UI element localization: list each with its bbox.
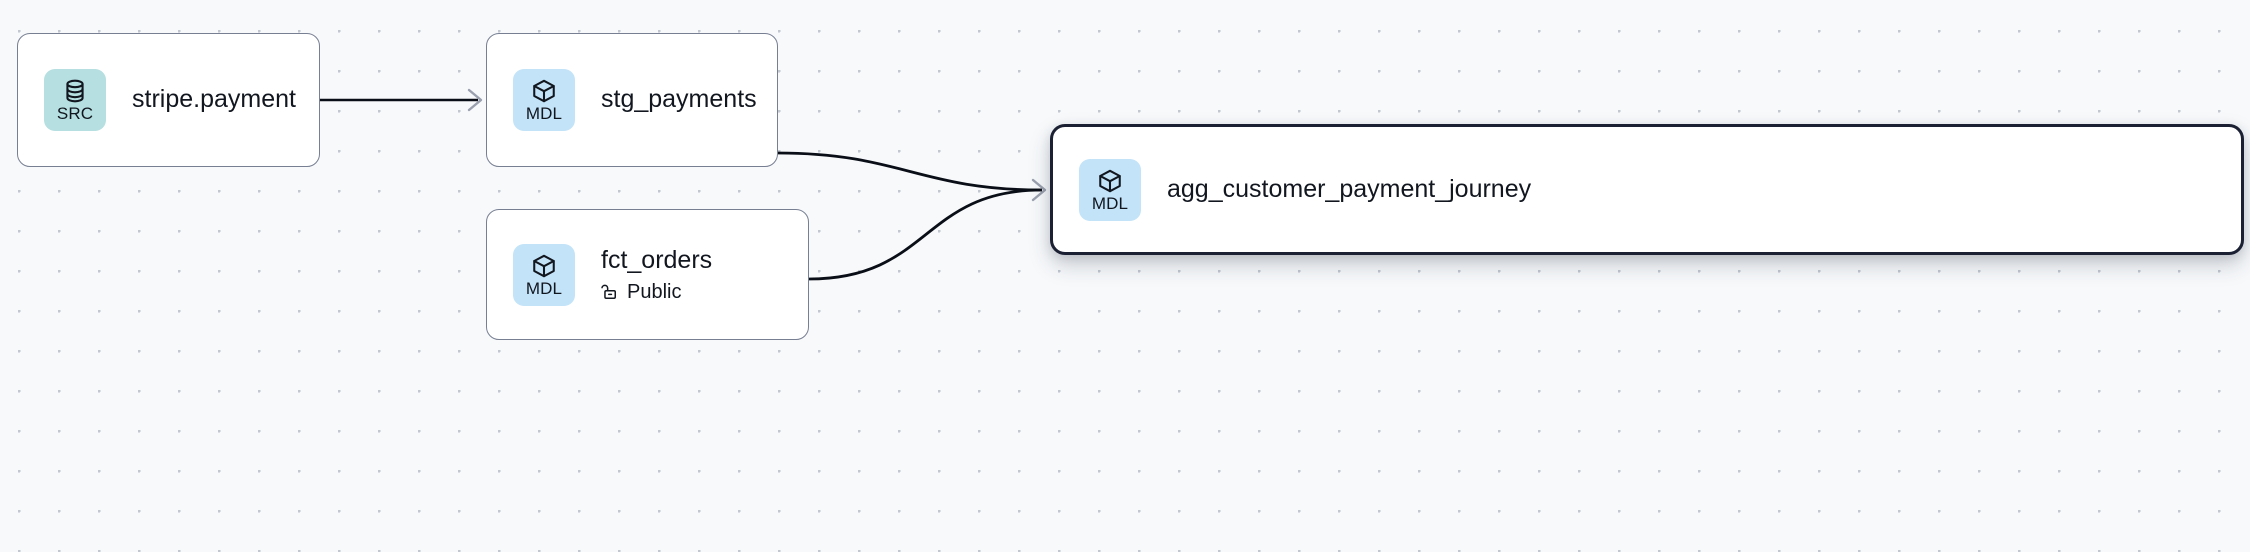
node-type-badge-src: SRC (44, 69, 106, 131)
node-type-badge-label: MDL (525, 278, 563, 298)
node-title: stripe.payment (132, 85, 296, 114)
arrowhead-icon (467, 88, 483, 112)
node-type-badge-label: SRC (56, 104, 94, 123)
node-type-badge-mdl: MDL (513, 243, 575, 306)
node-body: stg_payments (601, 85, 757, 115)
node-body: fct_orders Public (601, 246, 712, 303)
node-type-badge-label: MDL (1091, 193, 1129, 213)
cube-icon (1099, 169, 1121, 192)
node-body: stripe.payment (132, 85, 296, 115)
database-icon (66, 79, 84, 103)
node-stripe-payment[interactable]: SRC stripe.payment (17, 33, 320, 167)
node-type-badge-label: MDL (525, 104, 563, 123)
edge-stg-to-agg (777, 151, 1043, 192)
node-stg-payments[interactable]: MDL stg_payments (486, 33, 778, 167)
node-body: agg_customer_payment_journey (1167, 175, 1531, 205)
cube-icon (533, 79, 555, 103)
node-title: agg_customer_payment_journey (1167, 174, 1532, 203)
arrowhead-icon (1031, 178, 1047, 202)
node-title: stg_payments (601, 85, 757, 114)
node-visibility-label: Public (627, 280, 682, 303)
cube-icon (533, 254, 555, 277)
node-type-badge-mdl: MDL (513, 69, 575, 131)
edge-fct-to-agg (808, 188, 1043, 281)
node-agg-customer-payment-journey[interactable]: MDL agg_customer_payment_journey (1050, 124, 2244, 255)
unlock-icon (601, 284, 617, 300)
node-type-badge-mdl: MDL (1079, 158, 1141, 221)
node-title: fct_orders (601, 246, 713, 275)
edge-stripe-to-stg (320, 88, 483, 112)
node-visibility: Public (601, 281, 712, 303)
node-fct-orders[interactable]: MDL fct_orders Public (486, 209, 809, 340)
